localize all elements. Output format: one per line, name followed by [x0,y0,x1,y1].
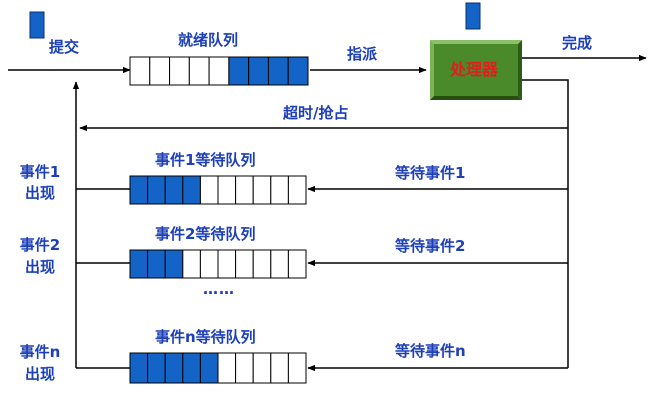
event1-queue-cell-filled [129,175,149,205]
ellipsis: …… [203,280,235,298]
event2-queue-cell-empty [252,249,272,279]
event1-occurs-label-line2: 出现 [24,184,55,202]
event1-queue-cell-empty [252,175,272,205]
eventn-queue-cell-filled [129,352,149,384]
eventn-queue-cell-empty [287,352,307,384]
eventn-queue-cell-empty [270,352,289,384]
eventn-queue-cell-filled [199,352,219,384]
dispatch-label: 指派 [347,45,378,63]
event2-queue-cell-filled [147,249,166,279]
wait-event2-label: 等待事件2 [395,237,466,255]
eventn-queue-cell-filled [182,352,201,384]
event1-queue-cell-empty [270,175,289,205]
eventn-queue-label: 事件n等待队列 [155,328,256,346]
processor-label: 处理器 [450,60,499,79]
job-token-submit [29,11,45,39]
eventn-queue-cell-empty [217,352,237,384]
ready-queue [129,56,309,86]
wait-event1-label: 等待事件1 [395,164,466,182]
event2-queue-cell-filled [164,249,184,279]
event1-queue-cell-filled [164,175,184,205]
eventn-queue-cell-empty [252,352,272,384]
event2-wait-queue [129,249,307,279]
eventn-occurs-label-line2: 出现 [24,365,55,383]
event1-queue-cell-empty [199,175,219,205]
event1-queue-cell-empty [217,175,237,205]
ready-queue-cell-filled [228,56,250,86]
ready-queue-cell-empty [169,56,190,86]
event2-queue-label: 事件2等待队列 [155,225,256,243]
ready-queue-label: 就绪队列 [178,31,239,49]
event2-queue-cell-empty [270,249,289,279]
timeout-preempt-label: 超时/抢占 [283,104,349,122]
submit-label: 提交 [49,38,80,56]
ready-queue-cell-empty [188,56,210,86]
event2-occurs-label-line2: 出现 [24,258,55,276]
ready-queue-cell-empty [129,56,151,86]
event2-occurs-label-line1: 事件2 [19,236,61,254]
event2-queue-cell-empty [217,249,237,279]
ready-queue-cell-filled [248,56,269,86]
event1-queue-cell-empty [235,175,254,205]
wait-eventn-label: 等待事件n [395,342,466,360]
event1-queue-cell-filled [147,175,166,205]
eventn-queue-cell-filled [164,352,184,384]
processor-box [430,40,522,100]
ready-queue-cell-empty [208,56,230,86]
event2-queue-cell-filled [129,249,149,279]
event1-queue-label: 事件1等待队列 [155,151,256,169]
event2-queue-cell-empty [199,249,219,279]
event2-queue-cell-empty [235,249,254,279]
event1-queue-cell-filled [182,175,201,205]
event2-queue-cell-empty [182,249,201,279]
eventn-queue-cell-filled [147,352,166,384]
event2-queue-cell-empty [287,249,307,279]
eventn-occurs-label-line1: 事件n [19,343,61,361]
eventn-wait-queue [129,352,307,384]
event1-queue-cell-empty [287,175,307,205]
ready-queue-cell-filled [287,56,309,86]
job-token-processor [465,2,481,30]
ready-queue-cell-empty [149,56,171,86]
eventn-queue-cell-empty [235,352,254,384]
complete-label: 完成 [562,34,593,52]
processor-exit-line [522,79,569,368]
ready-queue-cell-filled [267,56,289,86]
event1-wait-queue [129,175,307,205]
event1-occurs-label-line1: 事件1 [19,163,61,181]
